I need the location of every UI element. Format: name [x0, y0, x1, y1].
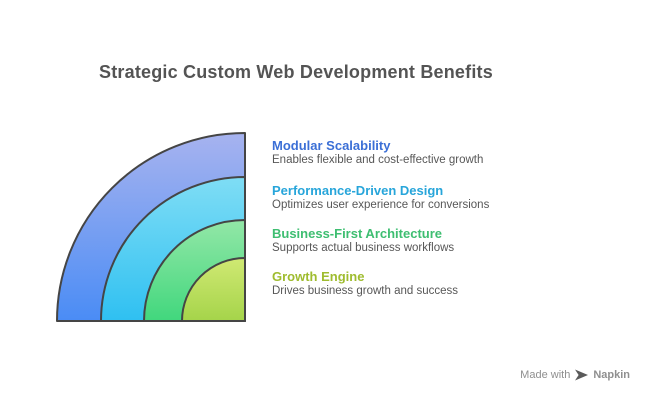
benefit-description: Supports actual business workflows	[272, 242, 455, 254]
page-title: Strategic Custom Web Development Benefit…	[99, 62, 493, 82]
benefit-label: Business-First Architecture	[272, 226, 443, 241]
benefit-label: Performance-Driven Design	[272, 183, 444, 198]
benefit-item-performance-driven-design: Performance-Driven Design Optimizes user…	[272, 184, 552, 212]
benefit-item-growth-engine: Growth Engine Drives business growth and…	[272, 270, 552, 298]
badge-made-with-label: Made with	[520, 369, 571, 381]
quarter-rings-chart	[56, 132, 246, 322]
ring-growth-engine	[181, 257, 246, 322]
benefit-item-business-first-architecture: Business-First Architecture Supports act…	[272, 227, 552, 255]
napkin-logo-icon	[575, 369, 589, 381]
benefit-label: Modular Scalability	[272, 138, 391, 153]
made-with-napkin-badge[interactable]: Made with Napkin	[520, 369, 630, 381]
badge-brand-label: Napkin	[593, 369, 630, 381]
benefit-item-modular-scalability: Modular Scalability Enables flexible and…	[272, 139, 552, 167]
benefit-description: Drives business growth and success	[272, 285, 458, 297]
benefit-description: Optimizes user experience for conversion…	[272, 199, 490, 211]
benefit-label: Growth Engine	[272, 269, 365, 284]
benefit-description: Enables flexible and cost-effective grow…	[272, 154, 484, 166]
